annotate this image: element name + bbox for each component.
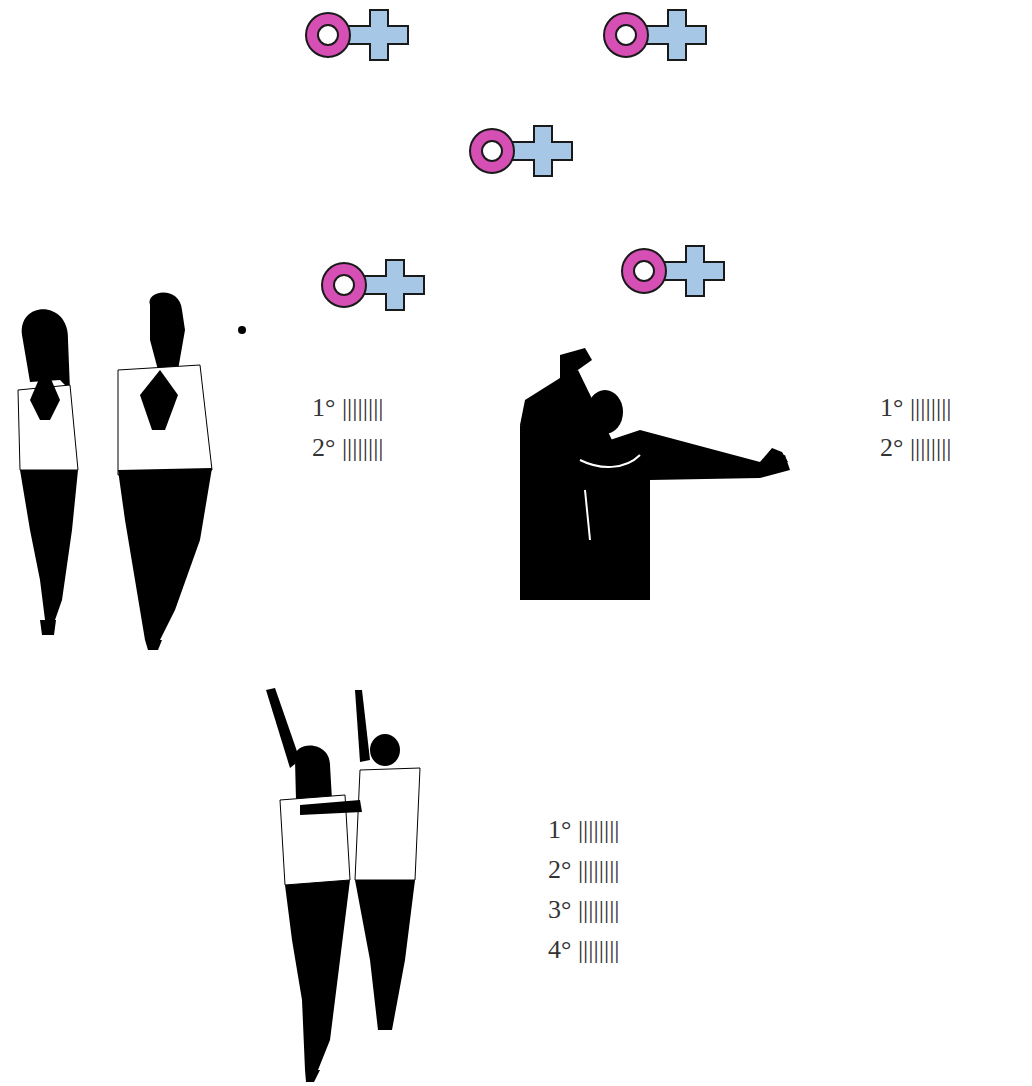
count-label: 2° |||||||| bbox=[880, 433, 952, 463]
dancer-pair-silhouette bbox=[266, 688, 420, 1082]
dancer-silhouette bbox=[520, 348, 790, 600]
count-label: 2° |||||||| bbox=[312, 433, 384, 463]
couple-symbol bbox=[306, 10, 408, 60]
count-label: 4° |||||||| bbox=[548, 935, 620, 965]
count-label: 2° |||||||| bbox=[548, 855, 620, 885]
couple-symbol bbox=[622, 246, 724, 296]
count-label: 1° |||||||| bbox=[312, 393, 384, 423]
couple-symbol bbox=[470, 126, 572, 176]
couple-symbol bbox=[604, 10, 706, 60]
count-label: 1° |||||||| bbox=[880, 393, 952, 423]
dancer-pair-silhouette bbox=[18, 293, 246, 651]
count-label: 3° |||||||| bbox=[548, 895, 620, 925]
count-label: 1° |||||||| bbox=[548, 815, 620, 845]
couple-symbol bbox=[322, 260, 424, 310]
